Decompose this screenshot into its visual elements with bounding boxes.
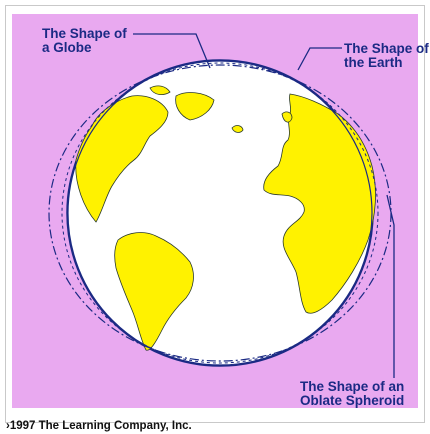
copyright-notice: ›1997 The Learning Company, Inc. [6,420,192,434]
earth-label: The Shape of the Earth [344,42,429,70]
oblate-spheroid-label: The Shape of an Oblate Spheroid [300,380,404,408]
earth-label-line2: the Earth [344,56,429,70]
oblate-leader-line [387,195,394,378]
globe-label-line1: The Shape of [42,27,127,41]
globe-label: The Shape of a Globe [42,27,127,55]
globe-label-line2: a Globe [42,41,127,55]
oblate-label-line2: Oblate Spheroid [300,394,404,408]
earth-label-line1: The Shape of [344,42,429,56]
earth-leader-line [298,48,342,70]
oblate-label-line1: The Shape of an [300,380,404,394]
